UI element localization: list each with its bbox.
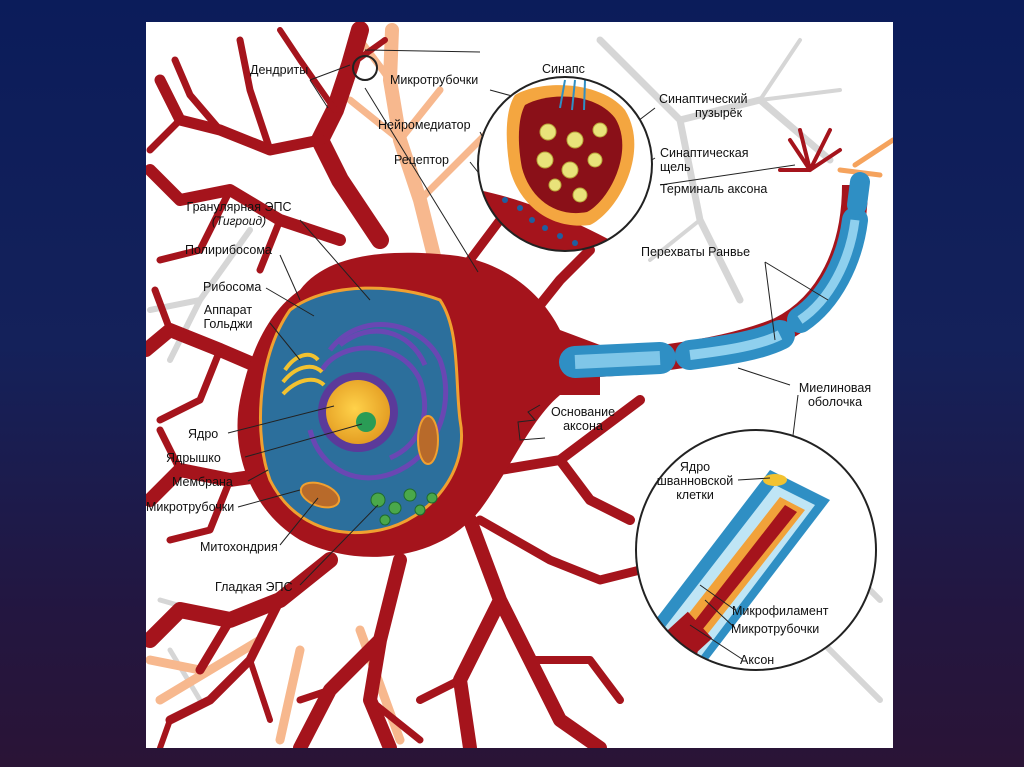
label-synapse: Синапс	[542, 62, 585, 76]
dendrite-tree	[146, 22, 842, 748]
label-synaptic-vesicle-1: Синаптический	[659, 92, 748, 106]
label-golgi-2: Гольджи	[203, 317, 253, 331]
axon-inset	[636, 430, 876, 670]
synapse-inset	[478, 77, 652, 251]
label-axon: Аксон	[740, 653, 775, 667]
label-microtubules-top: Микротрубочки	[390, 73, 479, 87]
golgi	[281, 352, 326, 396]
label-dendrites: Дендриты	[250, 63, 309, 77]
label-synaptic-cleft-2: щель	[660, 160, 691, 174]
label-synaptic-vesicle-2: пузырёк	[695, 106, 743, 120]
mitochondria	[299, 481, 341, 509]
label-axon-terminal: Терминаль аксона	[660, 182, 768, 196]
axon	[559, 172, 870, 378]
label-smooth-er: Гладкая ЭПС	[215, 580, 293, 594]
label-microtubules-left: Микротрубочки	[146, 500, 235, 514]
label-axon-hillock-2: аксона	[563, 419, 603, 433]
label-nucleolus: Ядрышко	[166, 451, 221, 465]
orange-dendrites	[146, 23, 893, 745]
label-myelin-1: Миелиновая	[798, 381, 872, 395]
label-microfilament: Микрофиламент	[732, 604, 829, 618]
nucleolus	[356, 412, 376, 432]
label-schwann-3: клетки	[676, 488, 714, 502]
label-receptor: Рецептор	[394, 153, 449, 167]
label-rough-er: Гранулярная ЭПС	[186, 200, 292, 214]
label-axon-hillock-1: Основание	[550, 405, 616, 419]
label-myelin-2: оболочка	[807, 395, 863, 409]
label-schwann-2: шванновской	[656, 474, 734, 488]
label-nucleus: Ядро	[188, 427, 219, 441]
label-synaptic-cleft-1: Синаптическая	[660, 146, 749, 160]
label-membrane: Мембрана	[172, 475, 233, 489]
label-neurotransmitter: Нейромедиатор	[378, 118, 471, 132]
label-ribosome: Рибосома	[203, 280, 262, 294]
label-golgi-1: Аппарат	[203, 303, 253, 317]
label-microtubules-axon: Микротрубочки	[731, 622, 820, 636]
smooth-er	[370, 488, 438, 526]
label-mitochondria: Митохондрия	[200, 540, 278, 554]
label-polyribosome: Полирибосома	[185, 243, 272, 257]
rough-er	[307, 322, 449, 481]
label-rough-er-sub: (Тигроид)	[211, 214, 267, 228]
label-ranvier: Перехваты Ранвье	[641, 245, 751, 259]
label-schwann-1: Ядро	[679, 460, 711, 474]
